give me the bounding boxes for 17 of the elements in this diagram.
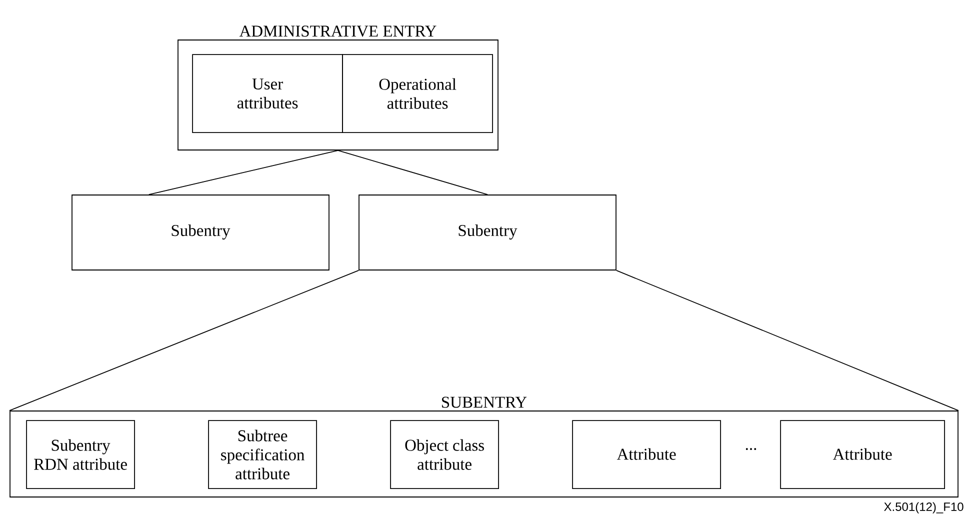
ellipsis: ... [746, 448, 756, 450]
attribute-box: Operational attributes [342, 54, 493, 133]
attribute-box: User attributes [192, 54, 343, 133]
connector-line [338, 150, 488, 195]
attribute-box: Object class attribute [390, 420, 499, 489]
connector-line [9, 270, 359, 411]
figure-id: X.501(12)_F10 [884, 502, 964, 514]
subentry-box: Subentry [72, 194, 330, 270]
node-label: SUBENTRY [442, 396, 527, 408]
attribute-box: Subentry RDN attribute [26, 420, 135, 489]
subentry-box: Subentry [358, 194, 616, 270]
attribute-box: Subtree specification attribute [208, 420, 317, 489]
attribute-box: Attribute [572, 420, 721, 489]
connector-line [148, 150, 338, 195]
attribute-box: Attribute [780, 420, 946, 489]
connector-line [616, 270, 959, 411]
node-label: ADMINISTRATIVE ENTRY [239, 26, 436, 37]
